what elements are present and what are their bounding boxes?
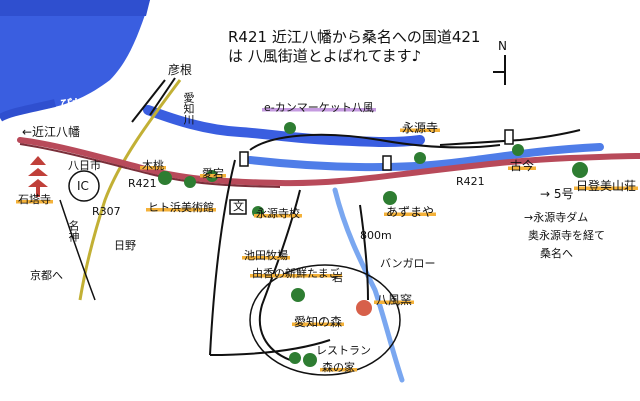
road-west-loop (209, 159, 236, 356)
lake-shore (0, 99, 56, 122)
restaurant-label-2: 森の家 (320, 361, 357, 374)
meishin-label: 名神 (67, 220, 80, 242)
aichi-forest-label: 愛知の森 (292, 315, 345, 329)
ic-label: IC (77, 179, 89, 193)
restaurant-label-1: レストラン (316, 344, 371, 357)
lake-label: びわ湖 (60, 97, 97, 111)
r307-label: R307 (92, 205, 121, 218)
aigu-label: 愛宕 (200, 167, 226, 180)
echigawa-label: 愛知川 (182, 92, 195, 125)
river-south (332, 187, 405, 383)
hachikoku-marker (356, 300, 372, 316)
kiboku-label: 木桃 (140, 159, 166, 172)
forest-area (249, 264, 401, 376)
hikone-label: 彦根 (168, 63, 193, 77)
river-east (246, 143, 604, 172)
bridge-3 (504, 129, 514, 145)
road-loop (249, 133, 501, 151)
r421-left-label: R421 (128, 177, 157, 190)
e-market-label: e-カンマーケット八風 (262, 101, 376, 114)
omi-hachiman-label: ←近江八幡 (22, 125, 81, 139)
school-box (229, 199, 247, 215)
road-bypass (439, 129, 581, 146)
distance-label: 800m (360, 229, 392, 242)
road-e (359, 204, 369, 301)
bungalow-label: バンガロー (380, 257, 436, 270)
kyoto-label: 京都へ (30, 269, 63, 282)
fuji-label: 岩 (332, 271, 343, 284)
compass-icon (493, 55, 506, 85)
bridge-1 (239, 151, 249, 167)
higashi-label: 八日市 (68, 159, 101, 172)
lake-texture (0, 0, 150, 16)
dam-label-2: 奥永源寺を経て (528, 229, 605, 242)
road-meishin (59, 199, 96, 301)
kumano-shinkou-label: 由香の新鮮たまご (250, 267, 342, 280)
bridge-2 (382, 155, 392, 171)
lake-biwa (0, 0, 150, 118)
ic-marker (68, 170, 100, 202)
road-north (149, 77, 176, 116)
dam-label-3: 桑名へ (540, 247, 573, 260)
road-hikone (131, 79, 166, 123)
dam-label-1: →永源寺ダム (524, 211, 589, 224)
route-r421 (17, 137, 640, 187)
kokin-label: 古今 (508, 159, 537, 173)
pagoda-icon (28, 156, 48, 197)
hino-label: 日野 (114, 239, 136, 252)
r421-right-label: R421 (456, 175, 485, 188)
hachikoku-label: 八風窯 (374, 293, 415, 307)
hatsuchi-label: 日登美山荘 (574, 179, 638, 193)
map-title: R421 近江八幡から桑名への国道421は 八風街道とよばれてます♪ (228, 28, 481, 65)
azumaya-label: あずまや (384, 205, 437, 219)
eigenji-school-label: 永源寺校 (254, 207, 302, 220)
railway-line (78, 79, 182, 301)
road-loop-south (209, 339, 331, 356)
echigawa-river (143, 105, 425, 148)
compass-label: N (498, 39, 507, 53)
road-to-farm (258, 189, 301, 361)
eigenji-label: 永源寺 (400, 121, 441, 135)
tosaka-label: → 5号 (540, 187, 574, 201)
ikeda-label: 池田牧場 (242, 249, 290, 262)
route-r421-shadow (19, 143, 281, 188)
hitohama-label: ヒト浜美術館 (146, 201, 216, 214)
bunkyo-label: 文 (233, 200, 244, 213)
ishidera-label: 石塔寺 (16, 193, 53, 206)
